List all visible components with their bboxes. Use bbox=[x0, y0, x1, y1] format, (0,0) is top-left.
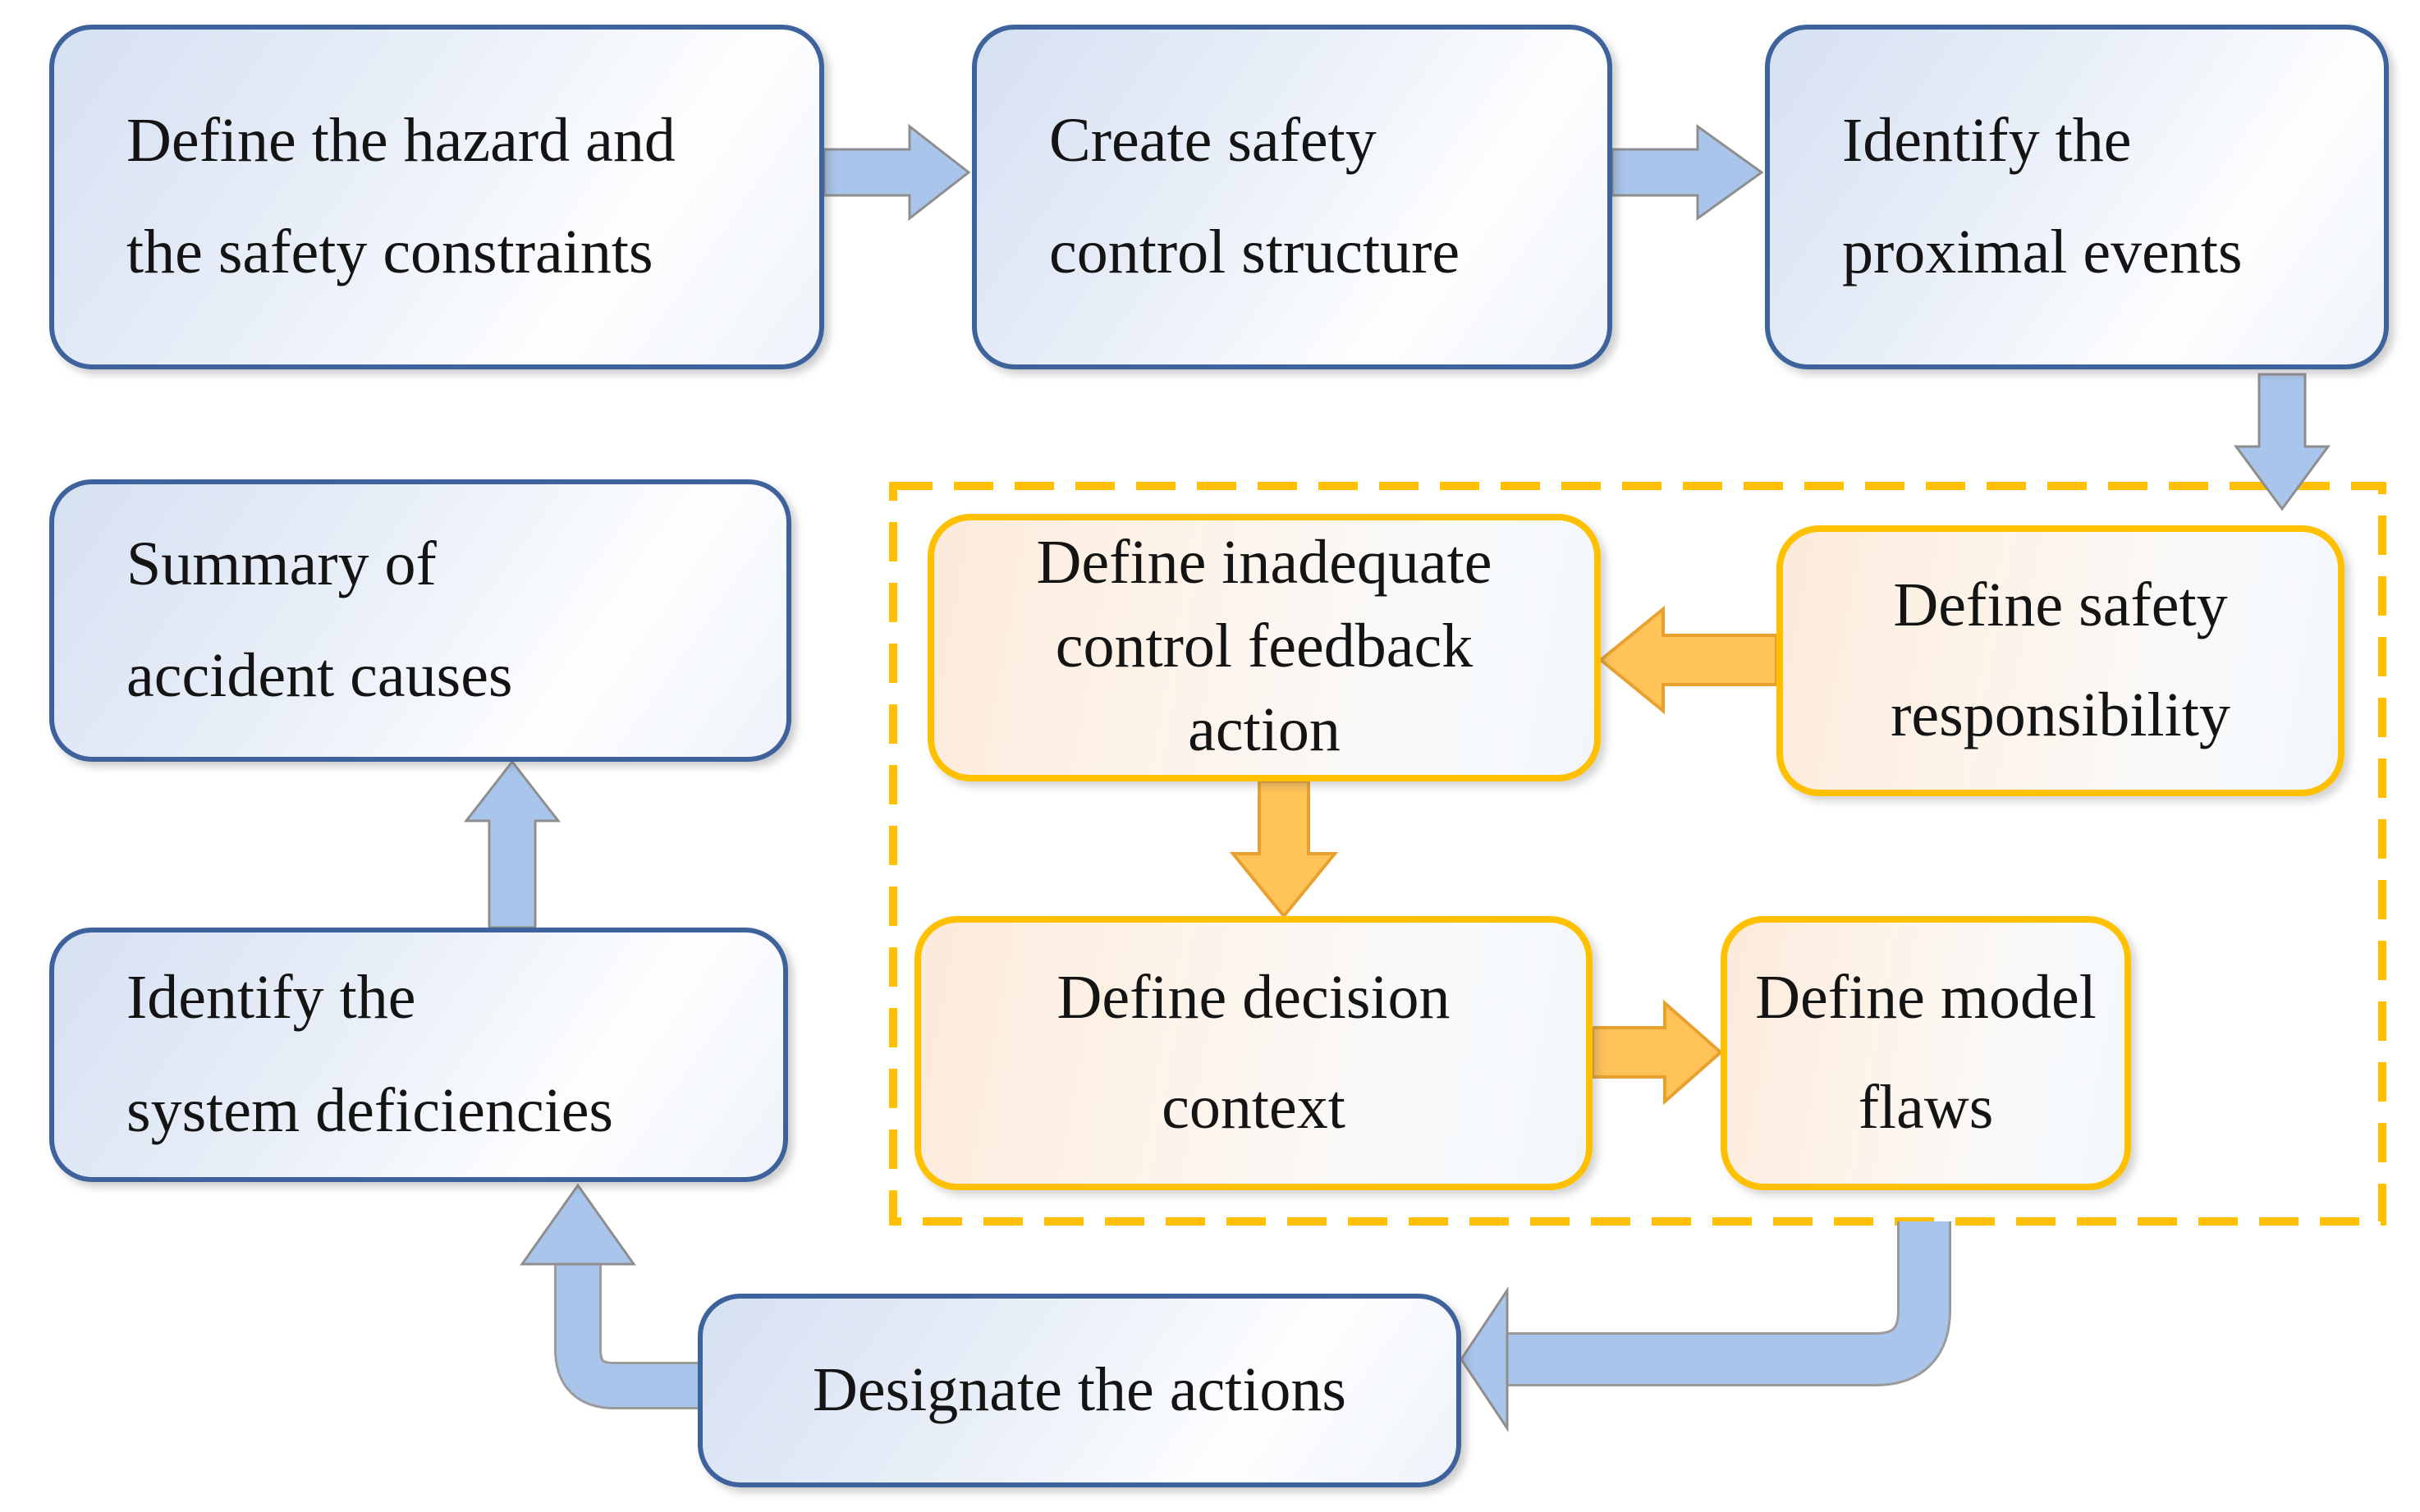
elbow-designate-to-deficiencies bbox=[557, 1261, 698, 1407]
arrow-decision-to-flaws-icon bbox=[1591, 999, 1724, 1106]
node-create-structure: Create safety control structure bbox=[972, 25, 1612, 369]
arrow-create-to-proximal-icon bbox=[1611, 124, 1764, 221]
node-safety-responsibility-label: Define safety responsibility bbox=[1891, 571, 2230, 749]
node-decision-context: Define decision context bbox=[914, 916, 1593, 1190]
node-inadequate-control: Define inadequate control feedback actio… bbox=[928, 514, 1601, 781]
node-system-deficiencies-label: Identify the system deficiencies bbox=[126, 964, 614, 1145]
node-designate-actions-label: Designate the actions bbox=[812, 1355, 1346, 1425]
node-safety-responsibility: Define safety responsibility bbox=[1776, 525, 2344, 796]
arrow-hazard-to-create-icon bbox=[823, 123, 971, 222]
elbow-flaws-to-designate bbox=[1504, 1221, 1949, 1384]
node-inadequate-control-label: Define inadequate control feedback actio… bbox=[1036, 528, 1492, 766]
node-system-deficiencies: Identify the system deficiencies bbox=[49, 928, 788, 1182]
node-create-structure-label: Create safety control structure bbox=[1049, 106, 1460, 287]
arrow-inadequate-to-decision-icon bbox=[1229, 780, 1339, 919]
arrow-deficiencies-to-summary-icon bbox=[463, 759, 561, 929]
arrow-responsibility-to-inadequate-icon bbox=[1597, 605, 1778, 715]
arrowhead-flaws-to-designate-icon bbox=[1460, 1286, 1509, 1432]
node-model-flaws-label: Define model flaws bbox=[1755, 964, 2097, 1142]
node-hazard: Define the hazard and the safety constra… bbox=[49, 25, 824, 369]
node-proximal-events: Identify the proximal events bbox=[1765, 25, 2389, 369]
node-designate-actions: Designate the actions bbox=[698, 1294, 1461, 1487]
node-model-flaws: Define model flaws bbox=[1721, 916, 2131, 1190]
arrowhead-designate-to-deficiencies-icon bbox=[520, 1183, 636, 1266]
node-decision-context-label: Define decision context bbox=[1056, 964, 1451, 1142]
node-proximal-events-label: Identify the proximal events bbox=[1842, 106, 2243, 287]
node-hazard-label: Define the hazard and the safety constra… bbox=[126, 106, 676, 287]
node-summary: Summary of accident causes bbox=[49, 479, 791, 762]
arrow-proximal-to-group-icon bbox=[2234, 373, 2331, 511]
elbow-designate-to-deficiencies-outline bbox=[554, 1261, 698, 1409]
elbow-flaws-to-designate-outline bbox=[1504, 1221, 1951, 1386]
node-summary-label: Summary of accident causes bbox=[126, 529, 513, 711]
